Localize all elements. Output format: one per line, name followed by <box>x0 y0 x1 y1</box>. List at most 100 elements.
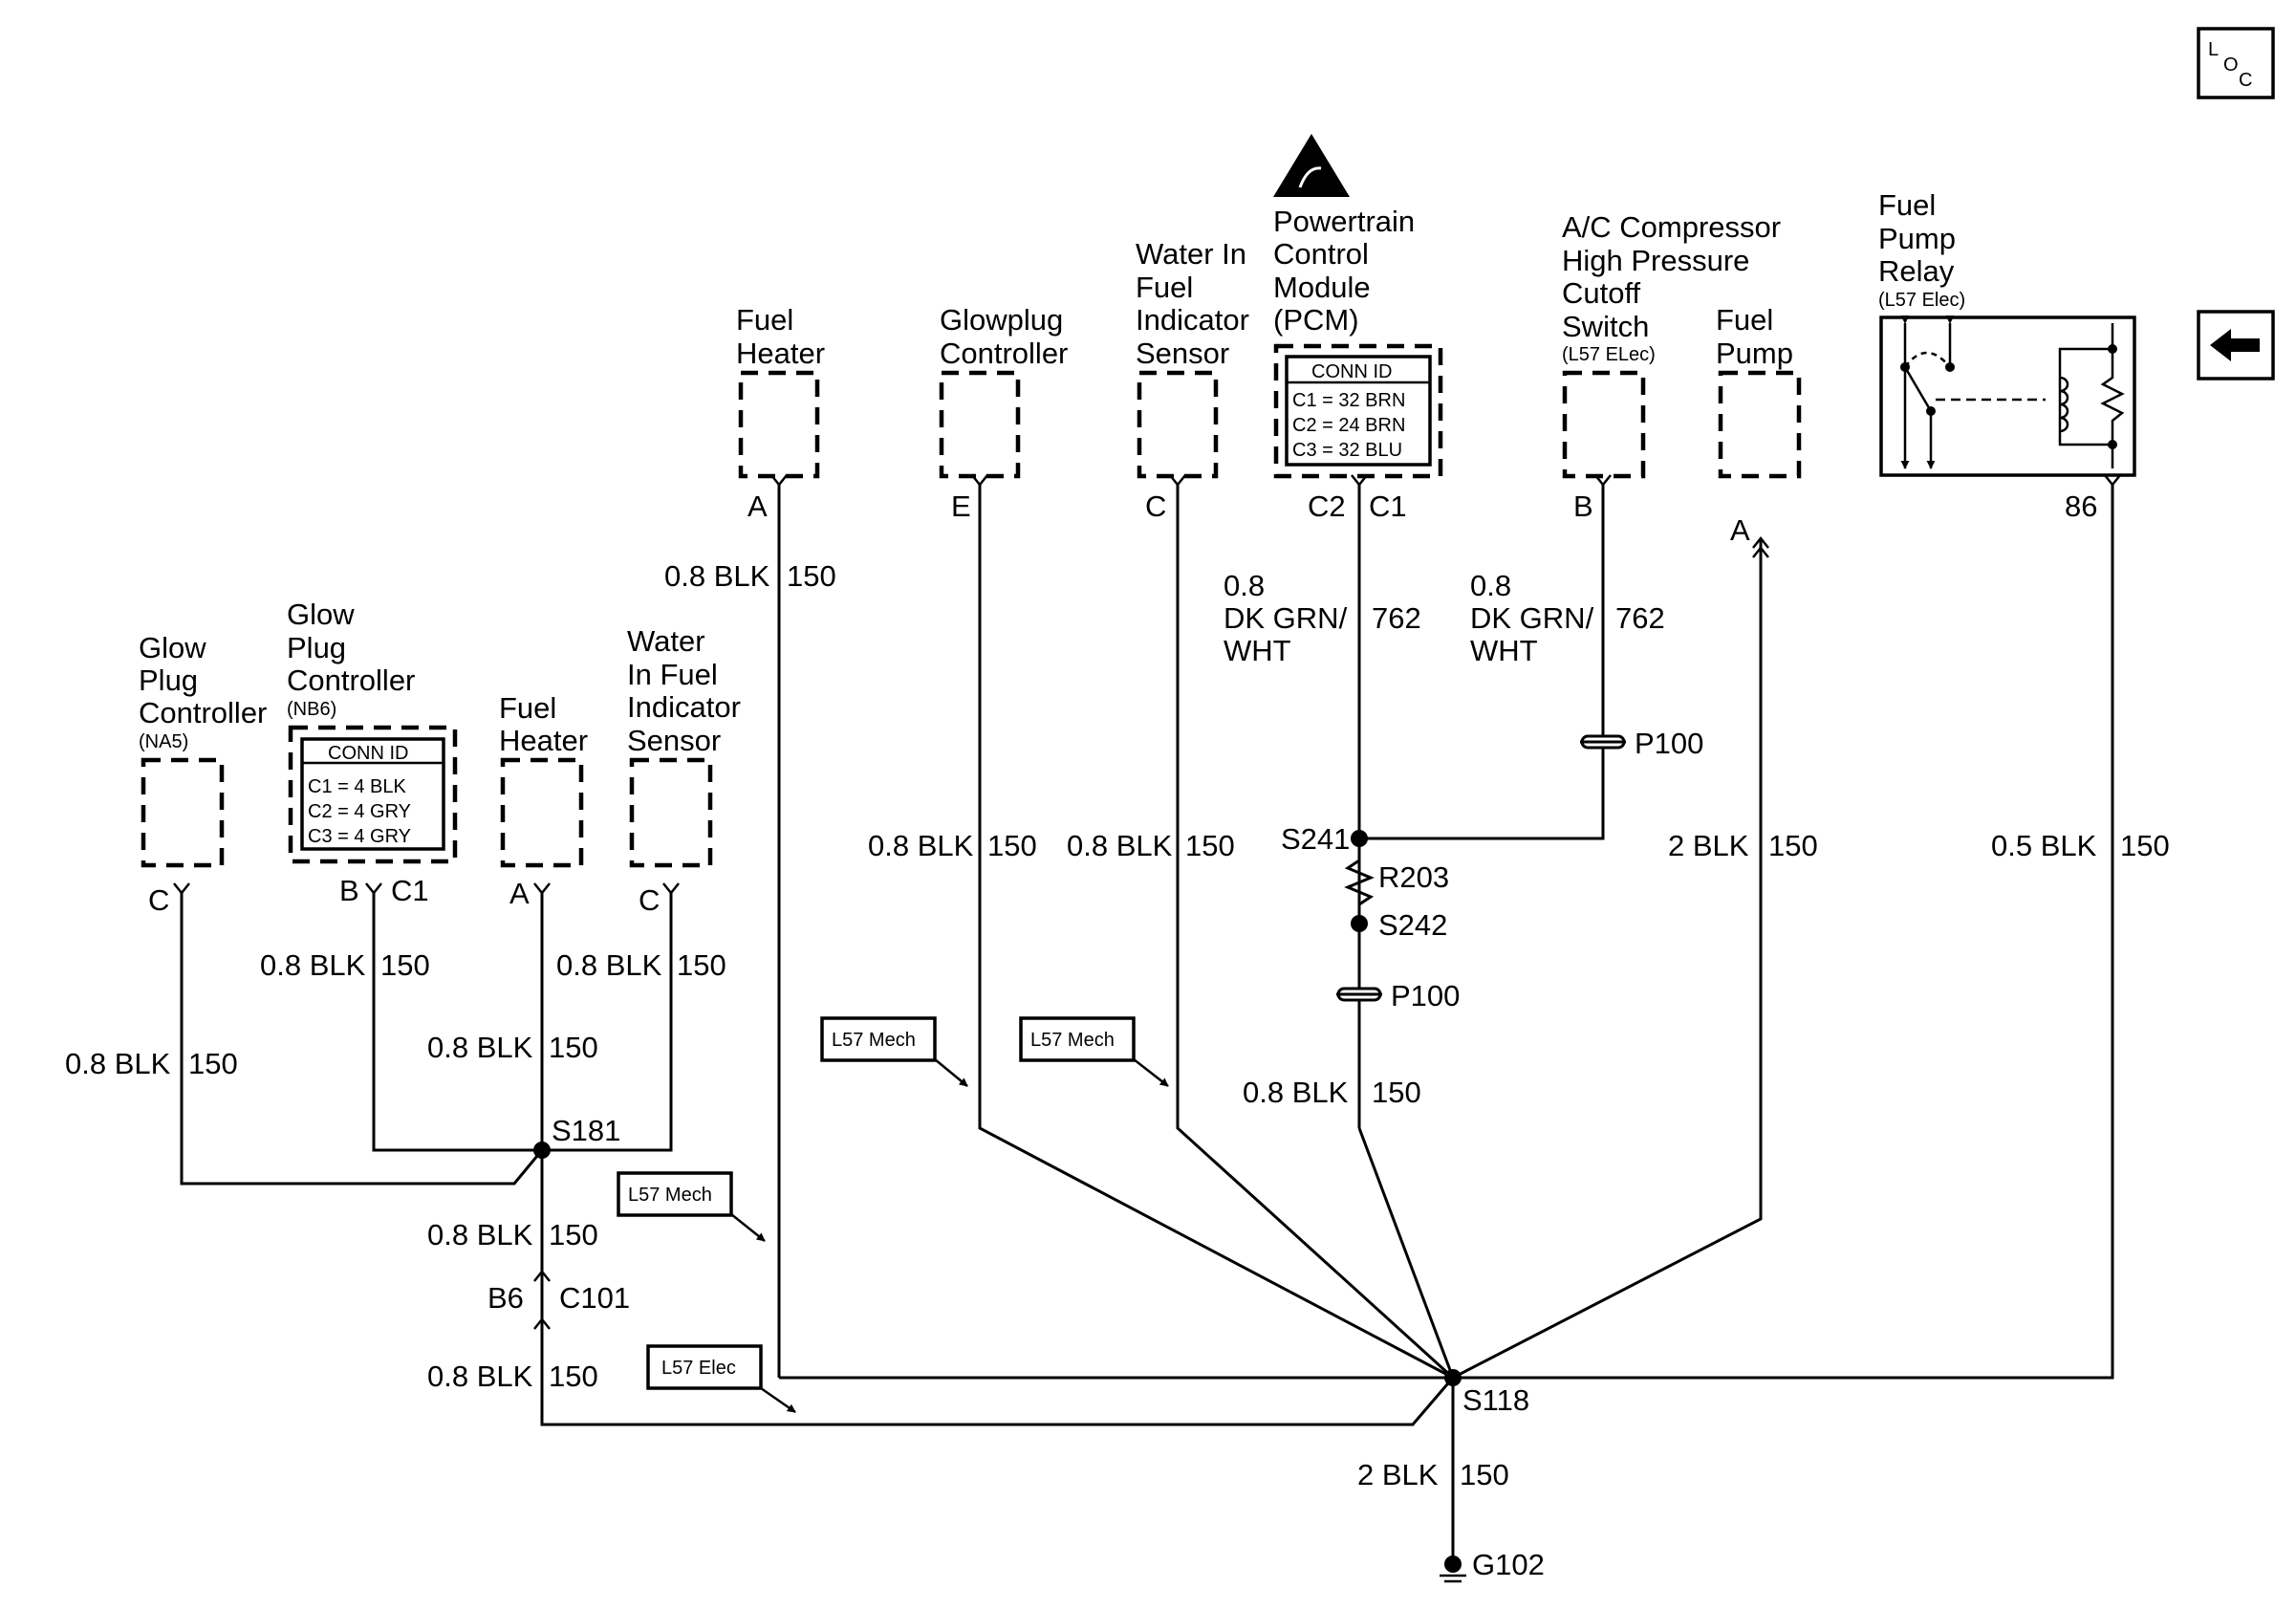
fuel-heater-left[interactable]: Fuel Heater A <box>499 691 588 910</box>
back-arrow-button[interactable] <box>2197 310 2275 381</box>
svg-text:C101: C101 <box>559 1281 630 1315</box>
svg-text:B: B <box>1573 490 1593 523</box>
svg-text:P100: P100 <box>1391 979 1460 1012</box>
svg-text:G102: G102 <box>1472 1548 1545 1581</box>
glow-plug-controller-na5[interactable]: Glow Plug Controller (NA5) C <box>139 631 267 917</box>
svg-text:L57 Mech: L57 Mech <box>628 1185 712 1206</box>
svg-text:(L57 Elec): (L57 Elec) <box>1878 290 1965 311</box>
s242-splice: S242 <box>1351 908 1447 942</box>
svg-text:L57 Elec: L57 Elec <box>661 1358 736 1379</box>
svg-text:0.5 BLK: 0.5 BLK <box>1991 829 2097 862</box>
s181-splice: S181 <box>533 1114 620 1159</box>
wire-label-c101-down: 0.8 BLK 150 <box>427 1360 598 1393</box>
ac-compressor-cutoff-switch[interactable]: A/C Compressor High Pressure Cutoff Swit… <box>1562 210 1781 523</box>
svg-text:R203: R203 <box>1378 860 1449 894</box>
fuel-pump[interactable]: Fuel Pump A <box>1716 303 1802 558</box>
svg-text:Control: Control <box>1273 237 1369 271</box>
svg-text:Plug: Plug <box>139 664 198 697</box>
s118-splice: S118 <box>1444 1369 1529 1417</box>
svg-text:2 BLK: 2 BLK <box>1357 1458 1439 1491</box>
wire-label-fh-top: 0.8 BLK 150 <box>664 559 836 593</box>
svg-text:Plug: Plug <box>287 631 346 664</box>
svg-text:O: O <box>2223 54 2239 76</box>
svg-text:S181: S181 <box>552 1114 620 1147</box>
svg-text:762: 762 <box>1372 601 1421 635</box>
svg-text:Water In: Water In <box>1136 237 1246 271</box>
svg-text:Pump: Pump <box>1878 222 1956 255</box>
svg-text:150: 150 <box>1460 1458 1509 1491</box>
svg-text:Fuel: Fuel <box>1878 188 1936 222</box>
svg-text:S241: S241 <box>1281 822 1350 856</box>
svg-text:A: A <box>1730 513 1750 547</box>
svg-text:C: C <box>148 883 169 917</box>
fuel-heater-top[interactable]: Fuel Heater A <box>736 303 825 523</box>
svg-text:Controller: Controller <box>139 696 267 729</box>
svg-text:762: 762 <box>1615 601 1665 635</box>
glowplug-controller-top[interactable]: Glowplug Controller E <box>939 303 1068 523</box>
svg-text:150: 150 <box>1185 829 1235 862</box>
svg-text:Controller: Controller <box>940 337 1068 370</box>
svg-text:In Fuel: In Fuel <box>627 658 718 691</box>
option-tag-l57-mech-1: L57 Mech <box>820 1016 968 1087</box>
fuel-pump-relay[interactable]: Fuel Pump Relay (L57 Elec) 86 <box>1878 188 2136 523</box>
svg-text:Glow: Glow <box>139 631 206 664</box>
water-in-fuel-sensor-top[interactable]: Water In Fuel Indicator Sensor C <box>1136 237 1249 523</box>
svg-text:0.8 BLK: 0.8 BLK <box>427 1031 533 1064</box>
svg-text:150: 150 <box>549 1360 598 1393</box>
svg-text:86: 86 <box>2065 490 2097 523</box>
svg-text:0.8 BLK: 0.8 BLK <box>65 1047 171 1080</box>
esd-warning-icon <box>1273 134 1350 197</box>
r203-resistor: R203 <box>1344 847 1449 920</box>
wire-label-ac: 0.8 DK GRN/ WHT 762 <box>1470 569 1665 667</box>
wire-label-ground: 2 BLK 150 <box>1357 1458 1509 1491</box>
svg-text:Heater: Heater <box>736 337 825 370</box>
svg-text:0.8 BLK: 0.8 BLK <box>427 1360 533 1393</box>
svg-text:C2: C2 <box>1308 490 1346 523</box>
svg-text:P100: P100 <box>1635 727 1703 760</box>
svg-text:Cutoff: Cutoff <box>1562 276 1641 310</box>
svg-text:0.8 BLK: 0.8 BLK <box>1067 829 1173 862</box>
svg-text:150: 150 <box>1768 829 1818 862</box>
pcm-module[interactable]: Powertrain Control Module (PCM) CONN ID … <box>1273 134 1443 523</box>
svg-text:Switch: Switch <box>1562 310 1649 343</box>
svg-text:Module: Module <box>1273 271 1371 304</box>
wires <box>180 484 2114 1558</box>
svg-text:0.8: 0.8 <box>1224 569 1265 602</box>
svg-text:Fuel: Fuel <box>1716 303 1773 337</box>
svg-text:L: L <box>2208 39 2219 60</box>
svg-text:0.8: 0.8 <box>1470 569 1511 602</box>
svg-text:(NB6): (NB6) <box>287 699 336 720</box>
p100-connector-ac: P100 <box>1580 727 1703 760</box>
svg-text:150: 150 <box>677 948 726 982</box>
g102-ground-icon: G102 <box>1440 1548 1545 1583</box>
s241-splice: S241 <box>1281 822 1368 856</box>
wire-label-fh-left: 0.8 BLK 150 <box>427 1031 598 1064</box>
svg-text:Heater: Heater <box>499 724 588 757</box>
wire-label-wif-left: 0.8 BLK 150 <box>556 948 726 982</box>
svg-text:High Pressure: High Pressure <box>1562 244 1749 277</box>
svg-text:0.8 BLK: 0.8 BLK <box>427 1218 533 1251</box>
svg-text:C2 = 4 GRY: C2 = 4 GRY <box>308 801 411 822</box>
svg-text:DK GRN/: DK GRN/ <box>1470 601 1594 635</box>
svg-text:Powertrain: Powertrain <box>1273 205 1415 238</box>
svg-text:0.8 BLK: 0.8 BLK <box>664 559 770 593</box>
svg-text:Fuel: Fuel <box>499 691 556 725</box>
svg-text:S118: S118 <box>1462 1383 1529 1417</box>
svg-text:CONN ID: CONN ID <box>1311 361 1392 382</box>
svg-text:150: 150 <box>987 829 1037 862</box>
svg-text:150: 150 <box>380 948 430 982</box>
wire-label-pump: 2 BLK 150 <box>1668 829 1818 862</box>
svg-text:B: B <box>339 874 359 907</box>
p100-connector-pcm: P100 <box>1336 979 1460 1012</box>
svg-text:0.8 BLK: 0.8 BLK <box>1243 1076 1349 1109</box>
glow-plug-controller-nb6[interactable]: Glow Plug Controller (NB6) CONN ID C1 = … <box>287 598 458 907</box>
svg-text:Fuel: Fuel <box>1136 271 1193 304</box>
wire-label-pcm: 0.8 DK GRN/ WHT 762 <box>1224 569 1421 667</box>
water-in-fuel-sensor-left[interactable]: Water In Fuel Indicator Sensor C <box>627 624 741 917</box>
svg-text:C3 = 4 GRY: C3 = 4 GRY <box>308 826 411 847</box>
location-view-button[interactable]: L O C <box>2197 27 2275 99</box>
wire-label-nb6: 0.8 BLK 150 <box>260 948 430 982</box>
svg-text:Indicator: Indicator <box>627 690 741 724</box>
wire-label-gpc-top: 0.8 BLK 150 <box>868 829 1037 862</box>
